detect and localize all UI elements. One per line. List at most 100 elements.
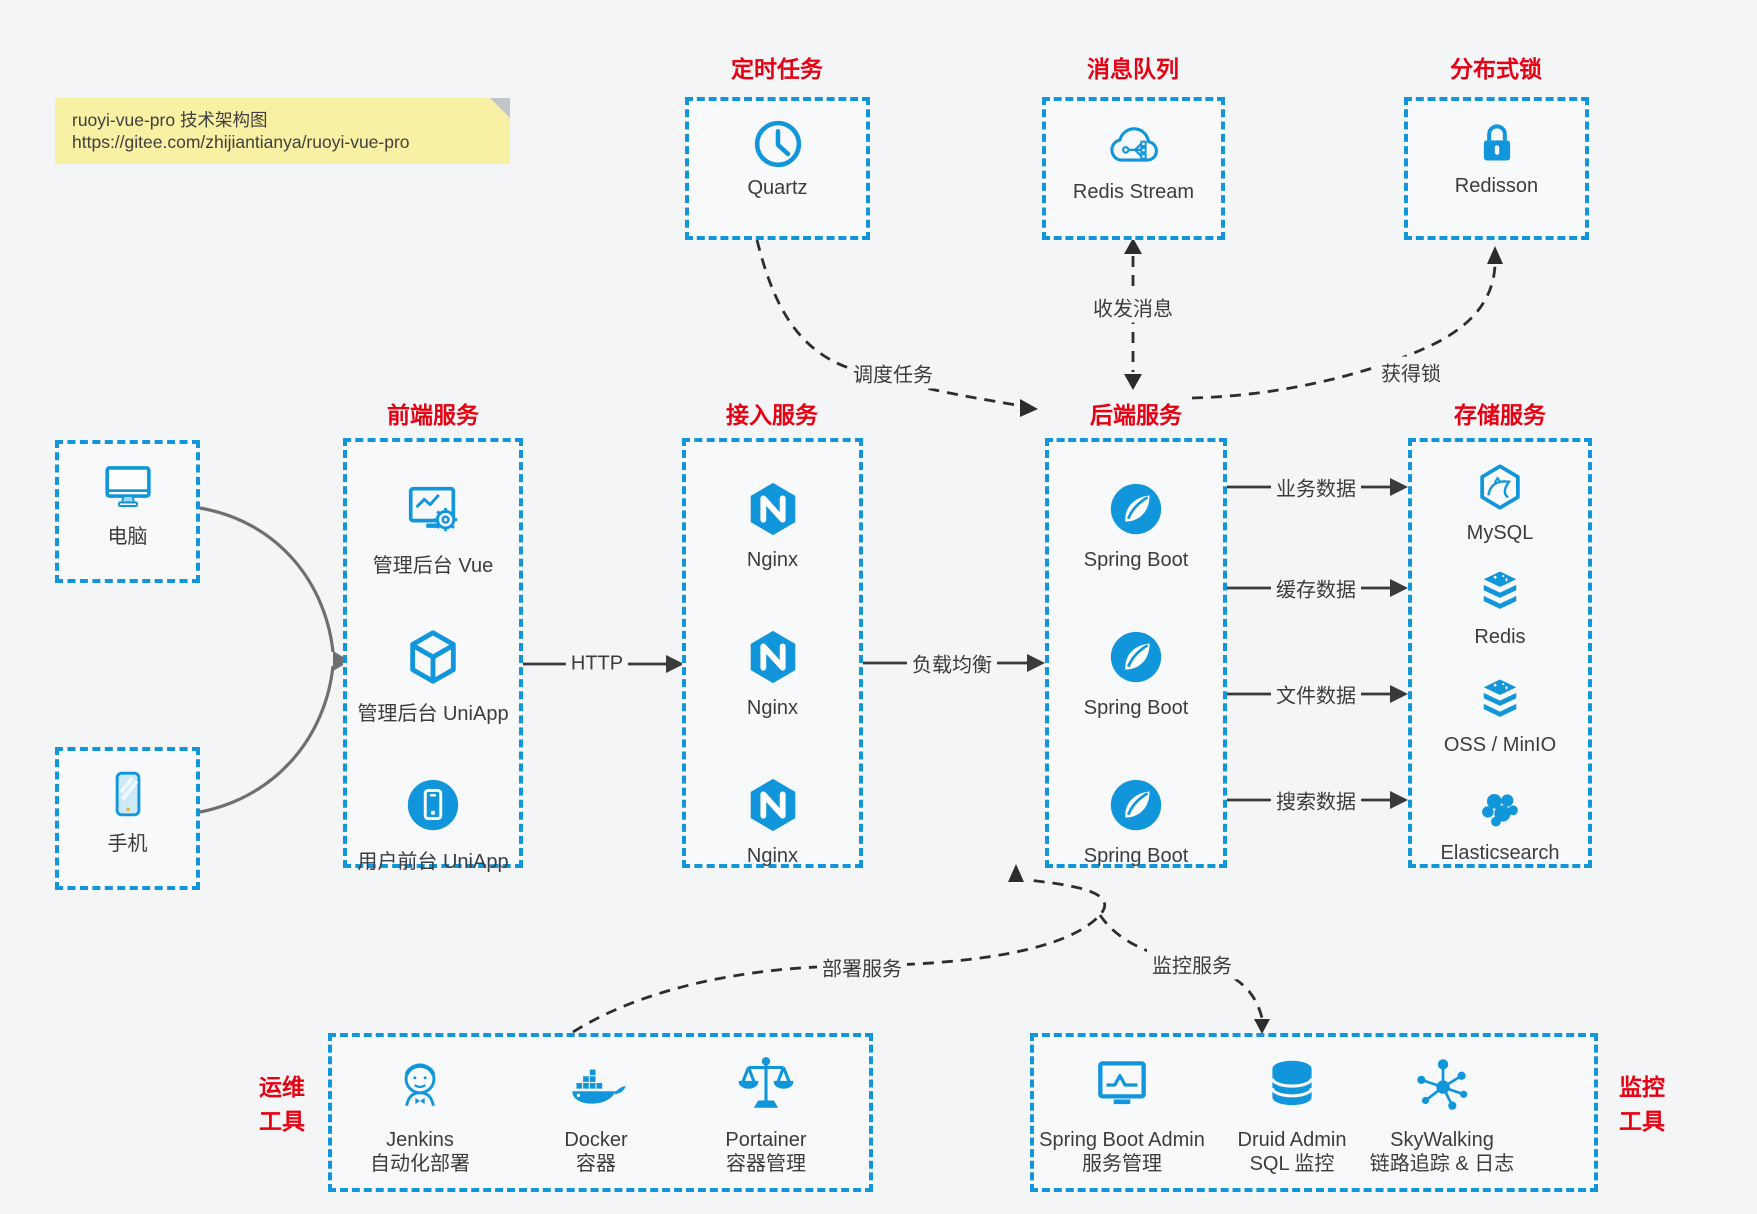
clients-arrowhead	[333, 651, 350, 671]
monitor-tools-side-label: 监控 工具	[1619, 1074, 1665, 1134]
portainer-icon	[733, 1051, 799, 1117]
load-balance-arrowhead	[1027, 654, 1045, 672]
sba-sublabel: 服务管理	[1082, 1153, 1162, 1175]
http-arrowhead	[666, 655, 684, 673]
skywalking-icon	[1409, 1051, 1475, 1117]
monitor-service-label: 监控服务	[1147, 948, 1237, 980]
druid-sublabel: SQL 监控	[1249, 1153, 1335, 1175]
skywalking-label: SkyWalking	[1390, 1129, 1494, 1151]
admin-vue-item: 管理后台 Vue	[347, 478, 519, 578]
user-uniapp-item: 用户前台 UniApp	[347, 774, 519, 874]
docker-icon	[563, 1051, 629, 1117]
spring-boot-item: Spring Boot	[1049, 774, 1223, 868]
jenkins-item: Jenkins 自动化部署	[325, 1051, 515, 1176]
skywalking-item: SkyWalking 链路追踪 & 日志	[1347, 1051, 1537, 1176]
spring-boot-label: Spring Boot	[1083, 549, 1189, 571]
desktop-icon	[99, 458, 157, 516]
file-data-label: 文件数据	[1271, 678, 1361, 710]
druid-icon	[1259, 1051, 1325, 1117]
backend-box: Spring Boot Spring Boot Spring Boot	[1045, 438, 1227, 868]
spring-boot-icon	[1105, 774, 1167, 836]
note-title: ruoyi-vue-pro 技术架构图	[72, 110, 268, 130]
portainer-item: Portainer 容器管理	[671, 1051, 861, 1176]
druid-label: Druid Admin	[1237, 1129, 1347, 1151]
docker-item: Docker 容器	[501, 1051, 691, 1176]
nginx-label: Nginx	[746, 549, 799, 571]
access-title: 接入服务	[726, 402, 818, 428]
skywalking-sublabel: 链路追踪 & 日志	[1369, 1153, 1515, 1175]
redis-stream-label: Redis Stream	[1072, 181, 1195, 203]
phone-label: 手机	[107, 833, 148, 855]
lock-arrowhead	[1487, 246, 1503, 264]
portainer-label: Portainer	[725, 1129, 807, 1151]
admin-vue-label: 管理后台 Vue	[372, 555, 494, 577]
nginx-icon	[742, 774, 804, 836]
spring-boot-label: Spring Boot	[1083, 697, 1189, 719]
docker-label: Docker	[564, 1129, 628, 1151]
nginx-item: Nginx	[686, 774, 859, 868]
oss-stack-icon	[1474, 673, 1526, 725]
portainer-sublabel: 容器管理	[726, 1153, 806, 1175]
desktop-label: 电脑	[107, 526, 148, 548]
cache-data-label: 缓存数据	[1271, 572, 1361, 604]
user-app-icon	[402, 774, 464, 836]
docker-sublabel: 容器	[576, 1153, 616, 1175]
quartz-label: Quartz	[747, 177, 808, 199]
spring-boot-item: Spring Boot	[1049, 626, 1223, 720]
clock-icon	[749, 115, 807, 173]
storage-title: 存储服务	[1454, 402, 1546, 428]
frontend-title: 前端服务	[387, 402, 479, 428]
nginx-item: Nginx	[686, 478, 859, 572]
redis-stream-box: Redis Stream	[1042, 97, 1225, 240]
druid-item: Druid Admin SQL 监控	[1197, 1051, 1387, 1176]
oss-minio-item: OSS / MinIO	[1412, 673, 1588, 757]
msg-up-arrowhead	[1124, 238, 1142, 254]
storage-box: MySQL Redis OSS / MinIO Elasticsearch	[1408, 438, 1592, 868]
redis-stack-icon	[1474, 565, 1526, 617]
sba-label: Spring Boot Admin	[1039, 1129, 1205, 1151]
scheduled-task-title: 定时任务	[731, 56, 823, 82]
redis-item: Redis	[1412, 565, 1588, 649]
ops-tools-box: Jenkins 自动化部署 Docker 容器 Portainer 容器管理	[328, 1033, 873, 1192]
file-arrowhead	[1390, 685, 1408, 703]
phone-to-frontend-curve	[199, 665, 335, 814]
access-box: Nginx Nginx Nginx	[682, 438, 863, 868]
elasticsearch-icon	[1474, 781, 1526, 833]
lock-icon	[1469, 115, 1525, 171]
msg-down-arrowhead	[1124, 374, 1142, 390]
search-data-label: 搜索数据	[1271, 784, 1361, 816]
redisson-box: Redisson	[1404, 97, 1589, 240]
nginx-item: Nginx	[686, 626, 859, 720]
business-arrowhead	[1390, 478, 1408, 496]
admin-uniapp-label: 管理后台 UniApp	[357, 703, 509, 725]
spring-boot-admin-item: Spring Boot Admin 服务管理	[1027, 1051, 1217, 1176]
distributed-lock-title: 分布式锁	[1450, 56, 1542, 82]
http-label: HTTP	[565, 651, 629, 677]
backend-title: 后端服务	[1090, 402, 1182, 428]
nginx-icon	[742, 478, 804, 540]
mysql-label: MySQL	[1466, 522, 1534, 544]
note-fold-corner	[490, 98, 510, 118]
send-receive-msg-label: 收发消息	[1088, 291, 1178, 323]
jenkins-icon	[387, 1051, 453, 1117]
deploy-arrowhead	[1008, 864, 1024, 882]
desktop-to-frontend-curve	[199, 506, 335, 653]
desktop-client-box: 电脑	[55, 440, 200, 583]
deploy-service-label: 部署服务	[817, 951, 907, 983]
schedule-task-label: 调度任务	[848, 357, 938, 389]
acquire-lock-label: 获得锁	[1376, 356, 1446, 388]
elasticsearch-item: Elasticsearch	[1412, 781, 1588, 865]
oss-minio-label: OSS / MinIO	[1443, 734, 1557, 756]
user-uniapp-label: 用户前台 UniApp	[357, 851, 509, 873]
search-arrowhead	[1390, 791, 1408, 809]
ops-tools-side-label: 运维 工具	[259, 1074, 305, 1134]
quartz-box: Quartz	[685, 97, 870, 240]
mysql-item: MySQL	[1412, 461, 1588, 545]
load-balance-label: 负载均衡	[907, 647, 997, 679]
nginx-label: Nginx	[746, 697, 799, 719]
uniapp-cube-icon	[402, 626, 464, 688]
redisson-label: Redisson	[1454, 175, 1539, 197]
jenkins-label: Jenkins	[386, 1129, 454, 1151]
